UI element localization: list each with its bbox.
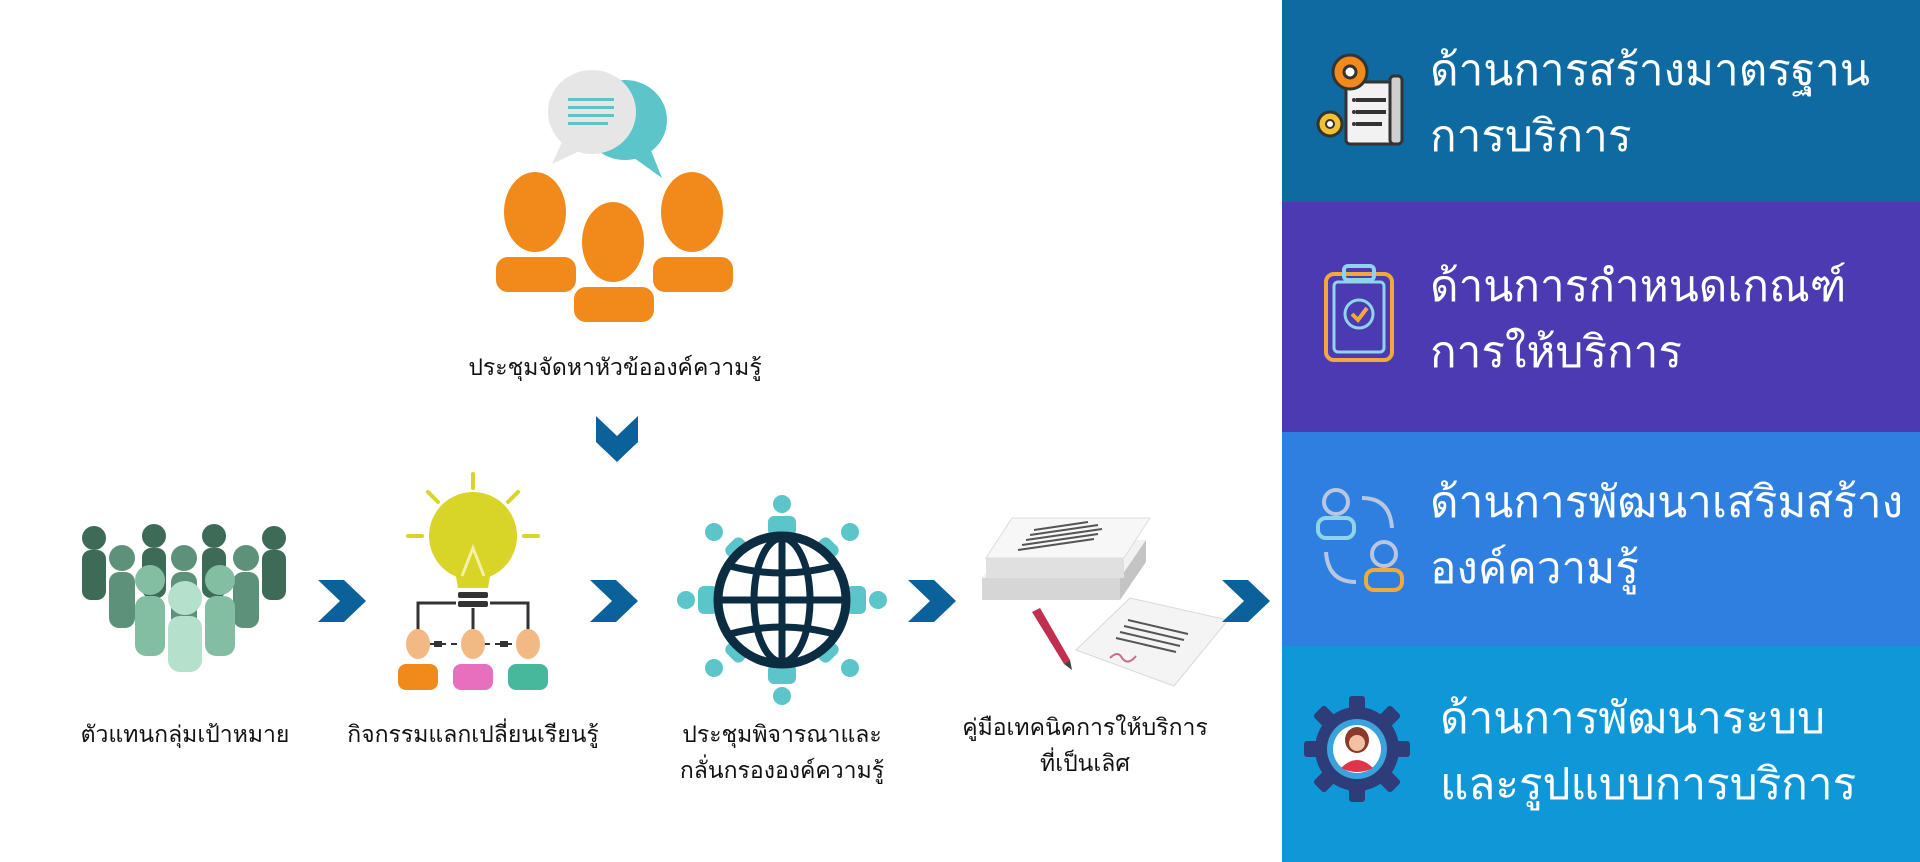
top-step-label: ประชุมจัดหาหัวข้อองค์ความรู้ bbox=[468, 355, 762, 381]
chevron-right-icon bbox=[1222, 580, 1270, 626]
outcome-panel-knowledge-development: ด้านการพัฒนาเสริมสร้าง องค์ความรู้ bbox=[1282, 432, 1920, 646]
outcome-3-line1: ด้านการพัฒนาเสริมสร้าง bbox=[1430, 477, 1904, 528]
gear-document-icon bbox=[1316, 50, 1406, 154]
chevron-right-icon bbox=[908, 580, 956, 626]
manual-documents-icon bbox=[978, 500, 1232, 690]
globe-network-icon bbox=[676, 494, 888, 706]
step-1-label: ตัวแทนกลุ่มเป้าหมาย bbox=[80, 722, 290, 748]
step-3-label-line1: ประชุมพิจารณาและ bbox=[682, 722, 882, 748]
meeting-people-icon bbox=[490, 60, 740, 330]
outcome-panel-service-standard: ด้านการสร้างมาตรฐาน การบริการ bbox=[1282, 0, 1920, 202]
outcome-1-line2: การบริการ bbox=[1430, 111, 1632, 162]
target-group-icon bbox=[78, 522, 292, 672]
outcome-1-line1: ด้านการสร้างมาตรฐาน bbox=[1430, 45, 1870, 96]
clipboard-check-icon bbox=[1322, 264, 1398, 368]
chevron-down-icon bbox=[596, 416, 638, 468]
outcome-panel-service-system: ด้านการพัฒนาระบบ และรูปแบบการบริการ bbox=[1282, 646, 1920, 862]
outcome-2-line2: การให้บริการ bbox=[1430, 327, 1683, 378]
chevron-right-icon bbox=[590, 580, 638, 626]
outcome-3-line2: องค์ความรู้ bbox=[1430, 543, 1639, 594]
outcome-2-line1: ด้านการกำหนดเกณฑ์ bbox=[1430, 261, 1847, 312]
outcome-4-line1: ด้านการพัฒนาระบบ bbox=[1440, 693, 1825, 744]
step-4-label-line1: คู่มือเทคนิคการให้บริการ bbox=[962, 715, 1208, 741]
step-4-label-line2: ที่เป็นเลิศ bbox=[1040, 751, 1130, 777]
chevron-right-icon bbox=[318, 580, 366, 626]
outcome-panel-service-criteria: ด้านการกำหนดเกณฑ์ การให้บริการ bbox=[1282, 202, 1920, 432]
step-2-label: กิจกรรมแลกเปลี่ยนเรียนรู้ bbox=[347, 722, 599, 748]
lightbulb-network-icon bbox=[398, 468, 548, 692]
step-3-label-line2: กลั่นกรององค์ความรู้ bbox=[679, 758, 885, 784]
outcome-4-line2: และรูปแบบการบริการ bbox=[1440, 759, 1857, 810]
people-exchange-icon bbox=[1310, 484, 1410, 600]
speech-bubbles-icon bbox=[548, 70, 667, 178]
gear-person-icon bbox=[1304, 696, 1410, 806]
